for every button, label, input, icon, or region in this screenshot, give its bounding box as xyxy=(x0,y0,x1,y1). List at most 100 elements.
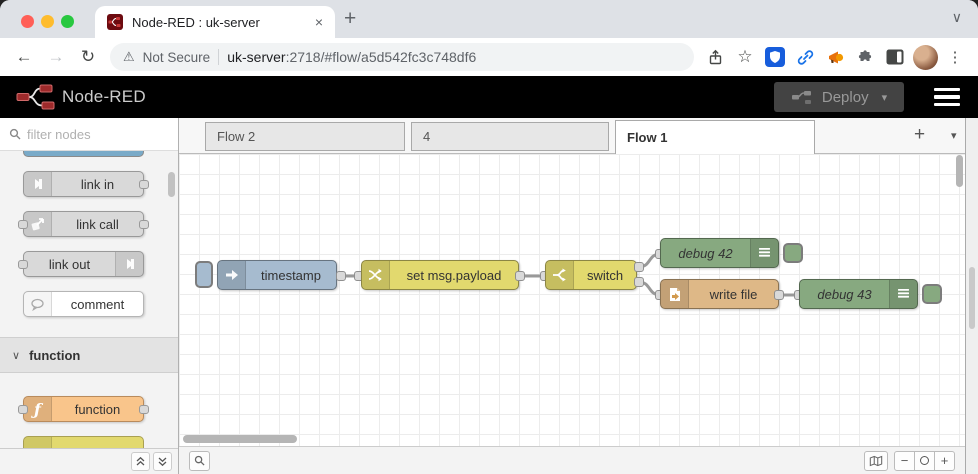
back-button[interactable]: ← xyxy=(15,47,33,66)
debug-toggle-button[interactable] xyxy=(783,243,803,263)
sidebar-toggle-icon[interactable] xyxy=(882,44,908,70)
output-port-1[interactable] xyxy=(634,262,644,272)
nodered-header: Node-RED Deploy ▾ xyxy=(0,76,978,118)
minimize-window-button[interactable] xyxy=(41,15,54,28)
link-extension-icon[interactable] xyxy=(792,44,818,70)
node-red-favicon xyxy=(107,14,123,30)
link-call-icon xyxy=(24,212,52,236)
main-menu-button[interactable] xyxy=(934,87,960,107)
input-port xyxy=(18,260,28,269)
palette-node-list: link in link call link out xyxy=(0,151,178,448)
menu-dots-icon[interactable]: ⋮ xyxy=(947,49,963,66)
flow-tab-bar: Flow 2 4 Flow 1 + ▾ xyxy=(179,118,965,154)
zoom-reset-button[interactable] xyxy=(914,450,935,471)
not-secure-label[interactable]: Not Secure xyxy=(142,49,211,65)
splitter-grip[interactable] xyxy=(969,267,975,329)
node-switch[interactable]: switch xyxy=(545,260,637,290)
node-inject-timestamp[interactable]: timestamp xyxy=(217,260,337,290)
palette-scrollbar[interactable] xyxy=(168,172,175,197)
link-in-icon xyxy=(24,172,52,196)
add-flow-button[interactable]: + xyxy=(914,124,926,145)
canvas-horizontal-scrollbar[interactable] xyxy=(183,435,297,443)
profile-avatar[interactable] xyxy=(912,44,938,70)
zoom-in-button[interactable]: + xyxy=(934,450,955,471)
bitwarden-extension-icon[interactable] xyxy=(762,44,788,70)
flow-tab-flow2[interactable]: Flow 2 xyxy=(205,122,405,151)
forward-button[interactable]: → xyxy=(47,47,65,66)
close-window-button[interactable] xyxy=(21,15,34,28)
megaphone-extension-icon[interactable] xyxy=(822,44,848,70)
palette-node-partial-top[interactable] xyxy=(23,151,144,157)
browser-tab-strip: Node-RED : uk-server × + ∨ xyxy=(0,0,978,38)
zoom-out-button[interactable]: − xyxy=(894,450,915,471)
deploy-button[interactable]: Deploy ▾ xyxy=(774,82,904,112)
flow-tab-4[interactable]: 4 xyxy=(411,122,609,151)
reload-button[interactable]: ↻ xyxy=(80,47,96,66)
input-port xyxy=(18,405,28,414)
tab-title: Node-RED : uk-server xyxy=(132,14,260,30)
browser-toolbar: ← → ↻ ⚠ Not Secure uk-server:2718/#flow/… xyxy=(0,38,978,76)
search-flows-button[interactable] xyxy=(189,450,210,471)
output-port xyxy=(139,180,149,189)
node-change-set-msg-payload[interactable]: set msg.payload xyxy=(361,260,519,290)
change-icon xyxy=(362,261,390,289)
palette-category-function[interactable]: ∨ function xyxy=(0,337,178,373)
sidebar-splitter[interactable] xyxy=(965,118,978,474)
function-icon: ƒ xyxy=(24,397,52,421)
zoom-controls: − + xyxy=(894,450,955,471)
node-write-file[interactable]: write file xyxy=(660,279,779,309)
tab-close-icon[interactable]: × xyxy=(314,14,323,30)
output-port-2[interactable] xyxy=(634,277,644,287)
workspace-footer: − + xyxy=(179,446,965,474)
output-port xyxy=(139,220,149,229)
navigator-map-button[interactable] xyxy=(864,450,888,471)
deploy-caret-icon[interactable]: ▾ xyxy=(881,91,888,104)
palette-node-partial-bottom[interactable] xyxy=(23,436,144,448)
collapse-all-button[interactable] xyxy=(131,452,150,471)
url-path: :2718/#flow/a5d542fc3c748df6 xyxy=(285,49,477,65)
inject-trigger-button[interactable] xyxy=(195,261,213,288)
canvas-vertical-scrollbar[interactable] xyxy=(956,155,963,187)
address-bar[interactable]: ⚠ Not Secure uk-server:2718/#flow/a5d542… xyxy=(110,43,694,71)
palette-node-link-call[interactable]: link call xyxy=(18,211,149,237)
new-tab-button[interactable]: + xyxy=(344,7,357,30)
output-port[interactable] xyxy=(515,271,525,281)
app-title: Node-RED xyxy=(62,87,146,106)
flow-canvas[interactable]: timestamp set msg.payload xyxy=(179,154,965,446)
node-debug-42[interactable]: debug 42 xyxy=(660,238,779,268)
chevron-down-icon: ∨ xyxy=(12,349,21,362)
palette-node-link-in[interactable]: link in xyxy=(23,171,149,197)
palette-node-function[interactable]: ƒ function xyxy=(18,396,149,422)
address-divider xyxy=(218,49,220,65)
palette-search[interactable] xyxy=(0,118,178,151)
output-port[interactable] xyxy=(774,290,784,300)
browser-tab[interactable]: Node-RED : uk-server × xyxy=(95,6,335,38)
node-red-logo xyxy=(16,84,55,110)
url-text[interactable]: uk-server:2718/#flow/a5d542fc3c748df6 xyxy=(227,49,476,65)
zoom-window-button[interactable] xyxy=(61,15,74,28)
flow-tab-flow1-active[interactable]: Flow 1 xyxy=(615,120,815,154)
tab-overflow-chevron-icon[interactable]: ∨ xyxy=(951,9,962,25)
inject-icon xyxy=(218,261,246,289)
bookmark-star-icon[interactable]: ☆ xyxy=(737,47,753,66)
url-host: uk-server xyxy=(227,49,286,65)
debug-icon xyxy=(750,239,778,267)
output-port[interactable] xyxy=(336,271,346,281)
file-icon xyxy=(661,280,689,308)
node-debug-43[interactable]: debug 43 xyxy=(799,279,918,309)
debug-icon xyxy=(889,280,917,308)
output-port xyxy=(139,405,149,414)
palette-node-link-out[interactable]: link out xyxy=(18,251,144,277)
palette-sidebar: link in link call link out xyxy=(0,118,179,474)
link-out-icon xyxy=(115,252,143,276)
extensions-puzzle-icon[interactable] xyxy=(852,44,878,70)
filter-nodes-input[interactable] xyxy=(27,126,147,142)
search-icon xyxy=(9,128,21,140)
flow-list-menu-button[interactable]: ▾ xyxy=(951,130,957,142)
share-icon[interactable] xyxy=(702,44,728,70)
deploy-icon xyxy=(791,91,811,104)
palette-node-comment[interactable]: comment xyxy=(23,291,144,317)
warning-icon: ⚠ xyxy=(123,49,135,64)
debug-toggle-button[interactable] xyxy=(922,284,942,304)
expand-all-button[interactable] xyxy=(153,452,172,471)
